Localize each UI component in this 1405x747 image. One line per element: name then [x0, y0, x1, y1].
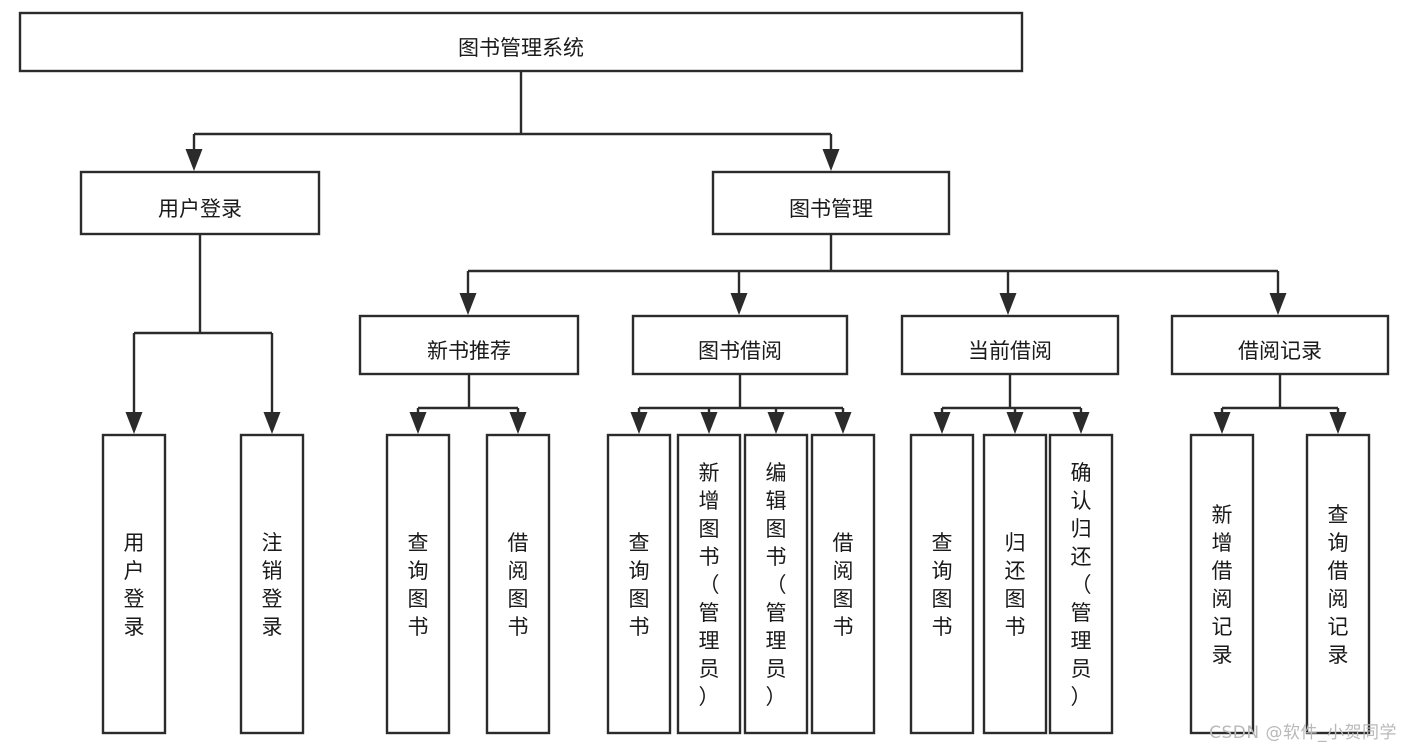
node-leaf-add-book[interactable]: 新增图书（管理员）	[676, 433, 742, 735]
node-leaf-query-book-3[interactable]: 查询图书	[909, 433, 975, 735]
node-label: 查询图书	[629, 531, 650, 639]
node-leaf-return-book[interactable]: 归还图书	[982, 433, 1048, 735]
node-label: 归还图书	[1005, 531, 1026, 639]
arrow-connector	[185, 134, 203, 171]
connector-bus-book-borrow	[639, 374, 843, 410]
node-leaf-query-book-2[interactable]: 查询图书	[606, 433, 672, 735]
node-book-manage[interactable]: 图书管理	[711, 170, 951, 236]
node-label: 图书借阅	[698, 339, 782, 363]
arrow-connector	[730, 271, 748, 315]
arrow-connector	[1329, 408, 1347, 434]
node-new-book-rec[interactable]: 新书推荐	[358, 314, 580, 376]
node-layer: 图书管理系统用户登录图书管理新书推荐图书借阅当前借阅借阅记录用户登录注销登录查询…	[18, 11, 1390, 735]
arrow-connector	[409, 408, 427, 434]
arrow-connector	[459, 271, 477, 315]
node-label: 查询图书	[408, 531, 429, 639]
node-leaf-edit-book[interactable]: 编辑图书（管理员）	[743, 433, 809, 735]
node-leaf-borrow-book-2[interactable]: 借阅图书	[810, 433, 876, 735]
connector-bus-book-manage	[468, 234, 1278, 273]
connector-bus-user-login	[134, 234, 272, 335]
node-leaf-logout[interactable]: 注销登录	[239, 433, 305, 735]
node-leaf-confirm-return[interactable]: 确认归还（管理员）	[1048, 433, 1114, 735]
node-label: 确认归还（管理员）	[1071, 461, 1092, 709]
connector-bus-root	[194, 71, 831, 136]
node-leaf-query-record[interactable]: 查询借阅记录	[1305, 433, 1371, 735]
node-current-borrow[interactable]: 当前借阅	[900, 314, 1120, 376]
node-label: 图书管理系统	[458, 36, 584, 60]
node-leaf-add-record[interactable]: 新增借阅记录	[1189, 433, 1255, 735]
arrow-connector	[1072, 408, 1090, 434]
arrow-connector	[1006, 408, 1024, 434]
node-user-login[interactable]: 用户登录	[79, 170, 321, 236]
arrow-connector	[767, 408, 785, 434]
arrow-connector	[822, 134, 840, 171]
node-label: 借阅记录	[1238, 339, 1322, 363]
node-label: 新增图书（管理员）	[699, 461, 720, 709]
node-borrow-record[interactable]: 借阅记录	[1170, 314, 1390, 376]
arrow-connector	[999, 271, 1017, 315]
node-label: 用户登录	[124, 531, 145, 639]
node-label: 新书推荐	[427, 339, 511, 363]
node-label: 查询借阅记录	[1328, 503, 1349, 667]
arrow-connector	[700, 408, 718, 434]
arrow-connector	[933, 408, 951, 434]
node-leaf-user-login[interactable]: 用户登录	[101, 433, 167, 735]
node-leaf-query-book-1[interactable]: 查询图书	[385, 433, 451, 735]
connector-bus-borrow-record	[1222, 374, 1338, 410]
arrow-connector	[509, 408, 527, 434]
node-label: 图书管理	[789, 197, 873, 221]
arrow-connector	[834, 408, 852, 434]
arrow-connector	[630, 408, 648, 434]
arrow-connector	[263, 333, 281, 434]
node-book-borrow[interactable]: 图书借阅	[631, 314, 849, 376]
node-label: 借阅图书	[833, 531, 854, 639]
node-label: 注销登录	[262, 531, 283, 639]
node-label: 用户登录	[158, 197, 242, 221]
arrow-connector	[125, 333, 143, 434]
connector-bus-current-borrow	[942, 374, 1081, 410]
connector-layer	[125, 71, 1347, 434]
node-label: 查询图书	[932, 531, 953, 639]
node-leaf-borrow-book-1[interactable]: 借阅图书	[485, 433, 551, 735]
arrow-connector	[1213, 408, 1231, 434]
connector-bus-new-book-rec	[418, 374, 518, 410]
node-label: 当前借阅	[968, 339, 1052, 363]
node-label: 新增借阅记录	[1212, 503, 1233, 667]
watermark-text: CSDN @软件_小贺同学	[1209, 723, 1397, 743]
node-label: 借阅图书	[508, 531, 529, 639]
arrow-connector	[1269, 271, 1287, 315]
node-root-system[interactable]: 图书管理系统	[18, 11, 1024, 73]
node-label: 编辑图书（管理员）	[766, 461, 787, 709]
